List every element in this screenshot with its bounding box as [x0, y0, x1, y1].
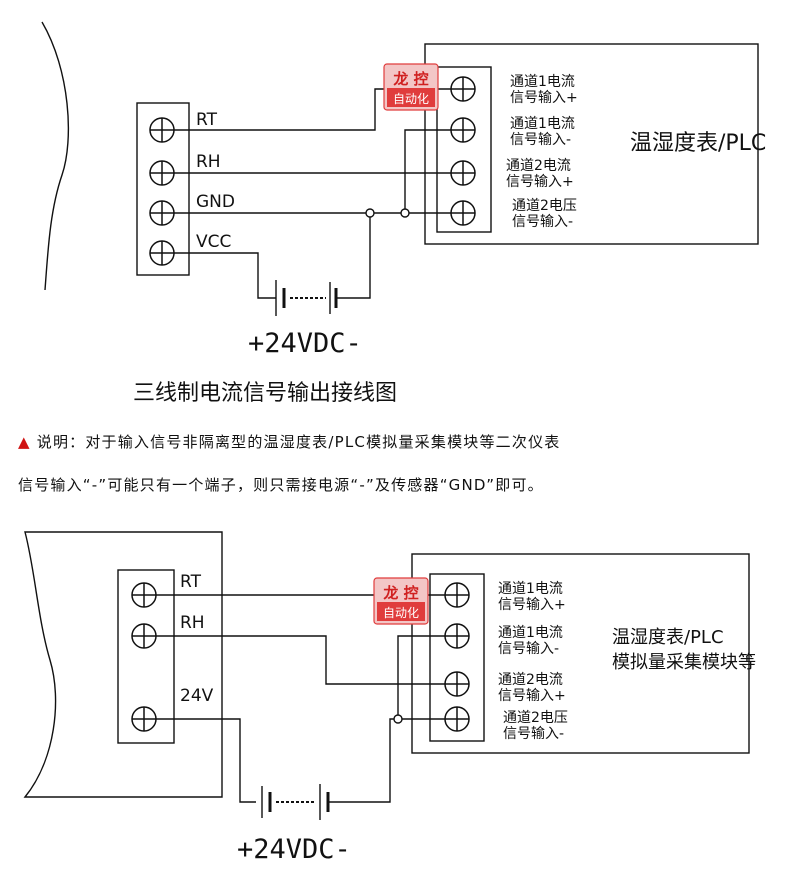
device-terminal-1: [450, 76, 476, 102]
sensor-terminal-rh-1: [149, 160, 175, 186]
device-title-1: 温湿度表/PLC: [630, 131, 766, 156]
note-line-1: ▲ 说明：对于输入信号非隔离型的温湿度表/PLC模拟量采集模块等二次仪表: [0, 431, 790, 452]
device-terminal-3: [450, 160, 476, 186]
sensor-label-rh-1: RH: [196, 152, 221, 172]
device-terminal-2-2: [444, 623, 470, 649]
watermark-stamp-2: 龙 控 自动化: [373, 577, 429, 625]
sensor-label-rt-1: RT: [196, 110, 218, 130]
sensor-label-gnd-1: GND: [196, 192, 235, 212]
watermark-stamp-1: 龙 控 自动化: [383, 63, 439, 111]
sensor-terminal-block-1: [136, 102, 190, 276]
terminal-label-2-1a: 通道1电流: [498, 581, 563, 597]
device-title-2b: 模拟量采集模块等: [612, 652, 756, 673]
supply-label-1: +24VDC-: [248, 328, 362, 359]
sensor-label-24v-2: 24V: [180, 686, 214, 706]
terminal-label-2b: 信号输入-: [510, 132, 571, 148]
sensor-label-rt-2: RT: [180, 572, 202, 592]
watermark-text-2b: 自动化: [383, 606, 419, 620]
wire-supply-neg-1: [336, 213, 371, 299]
device-terminal-2-3: [444, 671, 470, 697]
sensor-terminal-block-2: [117, 569, 175, 744]
device-terminal-2-4: [444, 706, 470, 732]
device-terminal-4: [450, 200, 476, 226]
sensor-body-edge-2: [23, 531, 223, 798]
wire-supply-neg-2: [328, 718, 457, 803]
battery-symbol-2: [261, 784, 330, 820]
terminal-label-2-3a: 通道2电流: [498, 672, 563, 688]
sensor-label-vcc-1: VCC: [196, 232, 231, 252]
diagram-1: [41, 21, 759, 316]
terminal-label-2-3b: 信号输入+: [498, 688, 566, 704]
sensor-body-edge-1: [41, 21, 69, 291]
sensor-terminal-rh-2: [131, 623, 157, 649]
terminal-label-1b: 信号输入+: [510, 90, 578, 106]
sensor-terminal-24v-2: [131, 706, 157, 732]
supply-label-2: +24VDC-: [237, 834, 351, 865]
device-title-2a: 温湿度表/PLC: [612, 627, 724, 648]
terminal-label-4a: 通道2电压: [512, 198, 577, 214]
wire-ch1-minus-2: [397, 635, 457, 719]
sensor-label-rh-2: RH: [180, 613, 205, 633]
terminal-label-3a: 通道2电流: [506, 158, 571, 174]
sensor-terminal-rt-2: [131, 582, 157, 608]
terminal-label-2-4a: 通道2电压: [503, 710, 568, 726]
sensor-terminal-gnd-1: [149, 200, 175, 226]
sensor-terminal-vcc-1: [149, 240, 175, 266]
terminal-label-2-4b: 信号输入-: [503, 726, 564, 742]
terminal-label-2-2b: 信号输入-: [498, 641, 559, 657]
terminal-label-2a: 通道1电流: [510, 116, 575, 132]
terminal-label-4b: 信号输入-: [512, 214, 573, 230]
battery-symbol-1: [275, 280, 338, 316]
device-box-1: [424, 43, 759, 245]
terminal-label-3b: 信号输入+: [506, 174, 574, 190]
warning-triangle-icon: ▲: [18, 433, 31, 451]
device-terminal-2: [450, 117, 476, 143]
device-terminal-2-1: [444, 582, 470, 608]
note-text-1: 说明：对于输入信号非隔离型的温湿度表/PLC模拟量采集模块等二次仪表: [36, 433, 561, 451]
wire-24v-2: [144, 718, 256, 803]
junction-dot: [365, 208, 375, 218]
junction-dot: [393, 714, 403, 724]
note-line-2: 信号输入“-”可能只有一个端子，则只需接电源“-”及传感器“GND”即可。: [0, 474, 790, 495]
watermark-text-1b: 自动化: [393, 92, 429, 106]
wire-vcc-1: [162, 252, 276, 299]
terminal-label-2-2a: 通道1电流: [498, 625, 563, 641]
diagram-caption: 三线制电流信号输出接线图: [133, 381, 397, 406]
device-terminal-strip-2: [429, 573, 485, 742]
terminal-label-2-1b: 信号输入+: [498, 597, 566, 613]
watermark-text-1a: 龙 控: [392, 70, 428, 88]
note-text-2: 信号输入“-”可能只有一个端子，则只需接电源“-”及传感器“GND”即可。: [18, 476, 544, 494]
wire-rh-2: [144, 635, 457, 685]
device-terminal-strip-1: [436, 66, 492, 233]
device-box-2: [411, 553, 750, 754]
diagram-2: [23, 531, 750, 820]
wire-ch1-minus-1: [404, 129, 463, 213]
watermark-text-2a: 龙 控: [382, 584, 418, 602]
sensor-terminal-rt-1: [149, 117, 175, 143]
junction-dot: [400, 208, 410, 218]
terminal-label-1a: 通道1电流: [510, 74, 575, 90]
